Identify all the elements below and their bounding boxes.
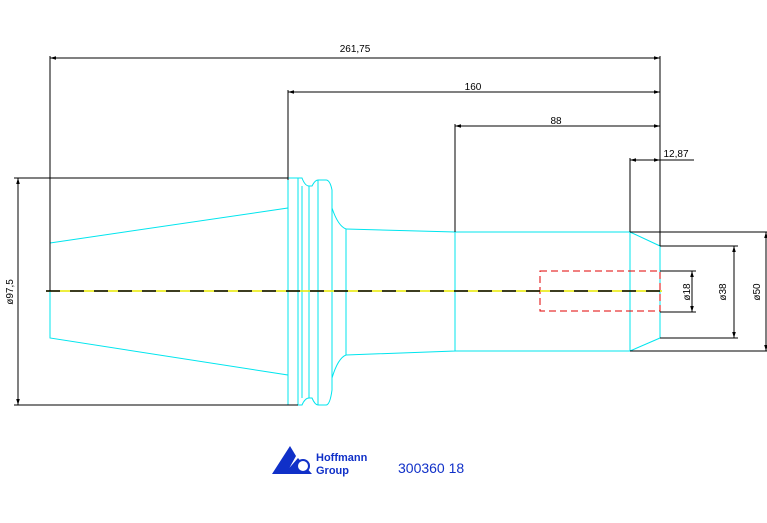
dimension-dia-18: ø18 (660, 270, 696, 313)
dimension-88: 88 (454, 116, 660, 232)
logo-text-line1: Hoffmann (316, 452, 368, 464)
dimension-dia-38: ø38 (660, 245, 738, 339)
neck-transition (331, 207, 347, 379)
shank (345, 228, 456, 356)
dimension-dia-97-5: ø97,5 (5, 177, 298, 406)
dim-label-160: 160 (465, 82, 482, 93)
dim-label-88: 88 (550, 116, 562, 127)
dim-label-dia-18: ø18 (682, 283, 693, 301)
tool-holder-outline (49, 177, 661, 406)
logo-text-line2: Group (316, 465, 349, 477)
dimension-12-87: 12,87 (629, 149, 694, 232)
nose-section (455, 231, 661, 352)
dimension-160: 160 (287, 82, 660, 180)
dimension-overall: 261,75 (49, 44, 661, 291)
dim-label-dia-38: ø38 (718, 283, 729, 301)
hoffmann-logo: Hoffmann Group (272, 446, 368, 477)
dim-label-dia-50: ø50 (752, 283, 763, 301)
dim-label-12-87: 12,87 (663, 149, 688, 160)
dimension-dia-50: ø50 (630, 231, 767, 352)
dim-label-overall: 261,75 (340, 44, 371, 55)
dim-label-dia-97-5: ø97,5 (5, 279, 16, 305)
part-number: 300360 18 (398, 460, 464, 476)
